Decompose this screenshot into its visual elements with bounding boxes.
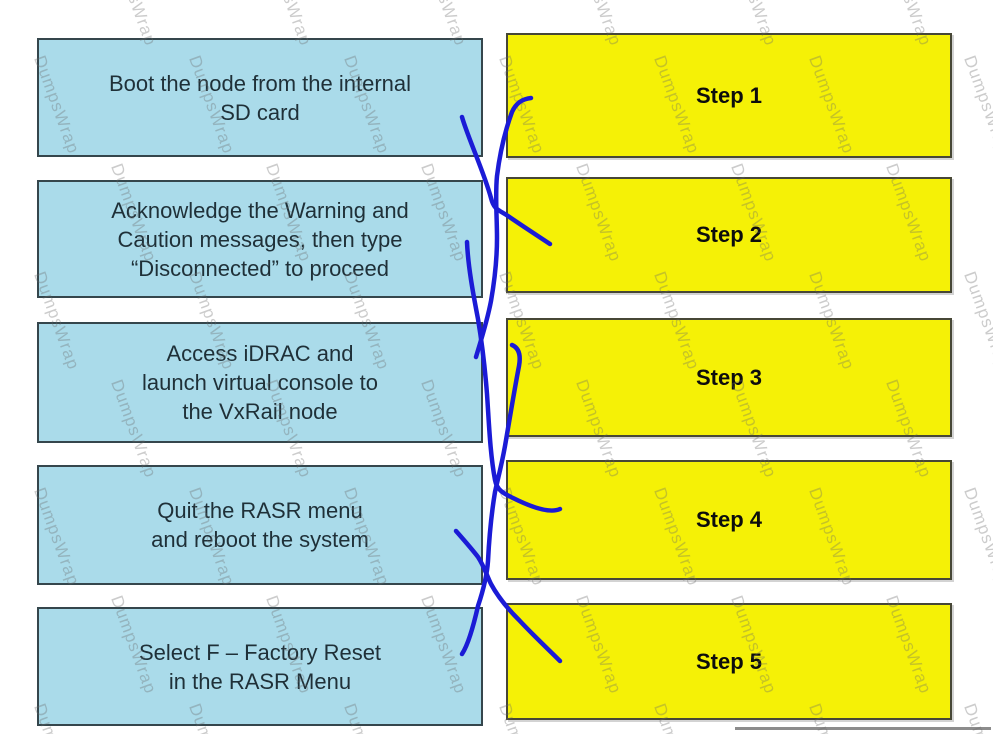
watermark-text: DumpsWrap	[960, 485, 993, 589]
watermark-text: DumpsWrap	[0, 161, 6, 265]
step-box-5[interactable]: Step 5	[506, 603, 952, 720]
watermark-text: DumpsWrap	[960, 269, 993, 373]
watermark-text: DumpsWrap	[0, 0, 5, 49]
step-box-2[interactable]: Step 2	[506, 177, 952, 293]
task-box-boot-sd-card[interactable]: Boot the node from the internal SD card	[37, 38, 483, 157]
task-box-acknowledge-warning[interactable]: Acknowledge the Warning and Caution mess…	[37, 180, 483, 298]
task-box-quit-rasr[interactable]: Quit the RASR menu and reboot the system	[37, 465, 483, 585]
watermark-text: DumpsWrap	[0, 593, 6, 697]
bottom-divider-line	[735, 727, 991, 730]
task-box-factory-reset[interactable]: Select F – Factory Reset in the RASR Men…	[37, 607, 483, 726]
task-box-access-idrac[interactable]: Access iDRAC and launch virtual console …	[37, 322, 483, 443]
step-box-3[interactable]: Step 3	[506, 318, 952, 437]
watermark-text: DumpsWrap	[0, 377, 6, 481]
step-box-4[interactable]: Step 4	[506, 460, 952, 580]
step-box-1[interactable]: Step 1	[506, 33, 952, 158]
watermark-text: DumpsWrap	[960, 53, 993, 157]
